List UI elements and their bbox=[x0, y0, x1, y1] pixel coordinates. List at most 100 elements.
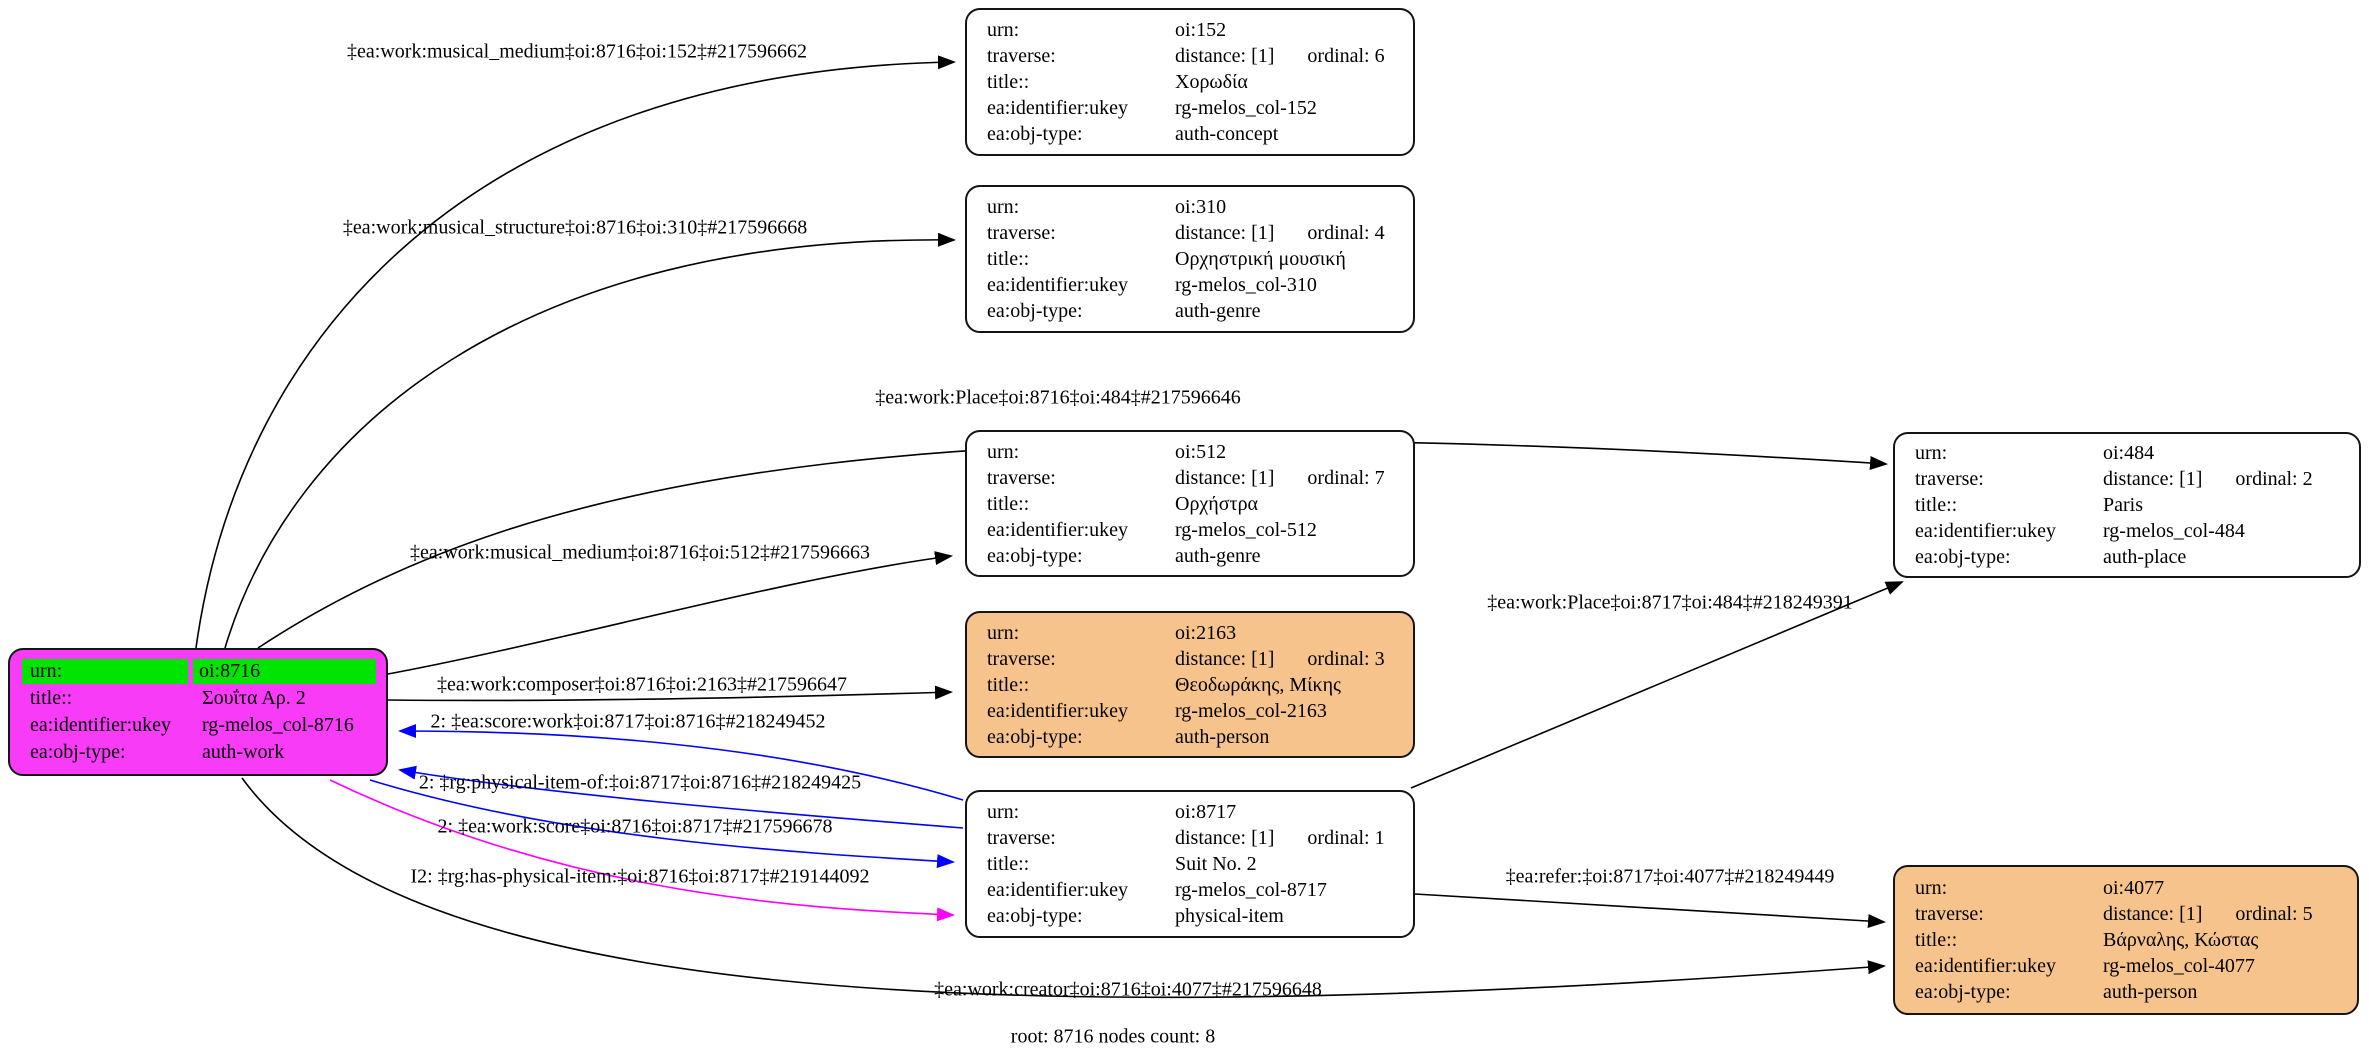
field-label-ukey: ea:identifier:ukey bbox=[987, 879, 1129, 901]
edge-label-musical-medium-152: ‡ea:work:musical_medium‡oi:8716‡oi:152‡#… bbox=[347, 40, 807, 63]
field-value-title: Σουΐτα Αρ. 2 bbox=[202, 687, 306, 709]
edge-refer-4077 bbox=[1414, 893, 1886, 929]
field-label-title: title:: bbox=[1915, 494, 1958, 516]
field-value-urn: oi:8717 bbox=[1175, 801, 1237, 823]
field-value-type: physical-item bbox=[1175, 905, 1284, 927]
field-value-urn: oi:310 bbox=[1175, 196, 1227, 218]
field-label-urn: urn: bbox=[987, 801, 1020, 823]
edge-label-score-work: 2: ‡ea:score:work‡oi:8717‡oi:8716‡#21824… bbox=[430, 710, 826, 733]
edge-musical-structure-310 bbox=[224, 232, 956, 649]
field-value-title: Βάρναλης, Κώστας bbox=[2103, 929, 2259, 951]
edge-label-physical-item-of: 2: ‡rg:physical-item-of:‡oi:8717‡oi:8716… bbox=[418, 771, 862, 794]
field-label-title: title:: bbox=[987, 71, 1030, 93]
field-value-ordinal: ordinal: 2 bbox=[2235, 468, 2313, 490]
field-label-type: ea:obj-type: bbox=[30, 741, 126, 763]
field-label-type: ea:obj-type: bbox=[987, 905, 1083, 927]
field-value-type: auth-person bbox=[1175, 725, 1270, 748]
edge-label-musical-medium-512: ‡ea:work:musical_medium‡oi:8716‡oi:512‡#… bbox=[410, 541, 870, 564]
field-value-distance: distance: [1] bbox=[1175, 466, 1275, 489]
field-value-ordinal: ordinal: 4 bbox=[1307, 222, 1385, 244]
field-value-title: Suit No. 2 bbox=[1175, 853, 1257, 875]
field-label-ukey: ea:identifier:ukey bbox=[30, 714, 172, 736]
field-label-urn: urn: bbox=[987, 621, 1020, 644]
field-value-urn: oi:512 bbox=[1175, 440, 1227, 463]
field-value-title: Ορχήστρα bbox=[1175, 492, 1259, 515]
field-value-title: Χορωδία bbox=[1175, 71, 1248, 93]
field-label-type: ea:obj-type: bbox=[1915, 981, 2011, 1003]
field-label-urn: urn: bbox=[1915, 877, 1948, 899]
field-label-urn: urn: bbox=[1915, 442, 1948, 464]
field-value-urn: oi:152 bbox=[1175, 19, 1227, 41]
field-value-distance: distance: [1] bbox=[1175, 827, 1275, 849]
field-label-urn: urn: bbox=[987, 196, 1020, 218]
edge-label-place-8716-484: ‡ea:work:Place‡oi:8716‡oi:484‡#217596646 bbox=[875, 386, 1241, 409]
field-label-ukey: ea:identifier:ukey bbox=[987, 274, 1129, 296]
field-value-urn: oi:2163 bbox=[1175, 621, 1237, 644]
field-value-urn: oi:484 bbox=[2103, 442, 2155, 464]
field-value-ukey: rg-melos_col-8717 bbox=[1175, 879, 1327, 901]
node-oi-310: urn: oi:310 traverse: distance: [1] ordinal… bbox=[965, 185, 1415, 333]
field-value-ordinal: ordinal: 1 bbox=[1307, 827, 1385, 849]
edge-musical-medium-512 bbox=[387, 551, 953, 675]
field-value-distance: distance: [1] bbox=[1175, 45, 1275, 67]
field-value-ukey: rg-melos_col-512 bbox=[1175, 518, 1317, 541]
field-value-ukey: rg-melos_col-2163 bbox=[1175, 699, 1327, 722]
node-oi-484: urn: oi:484 traverse: distance: [1] ordinal… bbox=[1893, 432, 2361, 578]
field-label-urn: urn: bbox=[987, 440, 1020, 463]
field-value-urn: oi:8716 bbox=[193, 659, 376, 684]
field-label-title: title:: bbox=[30, 687, 73, 709]
edge-has-physical-item bbox=[329, 779, 955, 922]
field-value-ukey: rg-melos_col-8716 bbox=[202, 714, 354, 736]
field-value-urn: oi:4077 bbox=[2103, 877, 2165, 899]
field-label-traverse: traverse: bbox=[987, 827, 1056, 849]
field-value-title: Ορχηστρική μουσική bbox=[1175, 248, 1346, 270]
field-label-urn: urn: bbox=[987, 19, 1020, 41]
field-label-title: title:: bbox=[1915, 929, 1958, 951]
node-oi-8716: urn: oi:8716 title::Σουΐτα Αρ. 2 ea:iden… bbox=[8, 648, 388, 776]
field-label-type: ea:obj-type: bbox=[987, 725, 1083, 748]
field-label-ukey: ea:identifier:ukey bbox=[1915, 955, 2057, 977]
field-label-traverse: traverse: bbox=[1915, 468, 1984, 490]
edge-label-musical-structure-310: ‡ea:work:musical_structure‡oi:8716‡oi:31… bbox=[342, 216, 808, 239]
field-label-type: ea:obj-type: bbox=[987, 300, 1083, 322]
field-value-distance: distance: [1] bbox=[1175, 647, 1275, 670]
field-label-traverse: traverse: bbox=[987, 647, 1056, 670]
field-label-ukey: ea:identifier:ukey bbox=[987, 97, 1129, 119]
edge-label-composer-2163: ‡ea:work:composer‡oi:8716‡oi:2163‡#21759… bbox=[437, 673, 847, 696]
field-value-ukey: rg-melos_col-484 bbox=[2103, 520, 2245, 542]
node-oi-4077: urn:oi:4077 traverse:distance: [1]ordina… bbox=[1893, 865, 2359, 1015]
edge-label-has-physical-item: I2: ‡rg:has-physical-item:‡oi:8716‡oi:87… bbox=[410, 865, 870, 888]
node-oi-8717: urn: oi:8717 traverse: distance: [1] ordina… bbox=[965, 790, 1415, 938]
node-oi-512: urn:oi:512 traverse:distance: [1]ordinal… bbox=[965, 430, 1415, 577]
field-value-type: auth-genre bbox=[1175, 544, 1261, 567]
field-label-title: title:: bbox=[987, 492, 1030, 515]
field-value-ukey: rg-melos_col-4077 bbox=[2103, 955, 2255, 977]
edge-label-work-score: 2: ‡ea:work:score‡oi:8716‡oi:8717‡#21759… bbox=[437, 815, 833, 838]
field-label-traverse: traverse: bbox=[1915, 903, 1984, 925]
field-value-ordinal: ordinal: 3 bbox=[1307, 647, 1385, 670]
edge-label-refer-4077: ‡ea:refer:‡oi:8717‡oi:4077‡#218249449 bbox=[1505, 865, 1835, 888]
field-label-traverse: traverse: bbox=[987, 45, 1056, 67]
field-label-type: ea:obj-type: bbox=[987, 123, 1083, 145]
graph-root-summary: root: 8716 nodes count: 8 bbox=[1010, 1025, 1216, 1048]
node-oi-152: urn:oi:152 traverse:distance: [1]ordinal… bbox=[965, 8, 1415, 156]
field-value-type: auth-person bbox=[2103, 981, 2198, 1003]
field-label-title: title:: bbox=[987, 248, 1030, 270]
field-value-distance: distance: [1] bbox=[2103, 903, 2203, 925]
node-oi-2163: urn: oi:2163 traverse: distance: [1] ordina… bbox=[965, 611, 1415, 758]
urn-row: urn: oi:8716 bbox=[22, 659, 376, 684]
field-value-distance: distance: [1] bbox=[2103, 468, 2203, 490]
field-value-ordinal: ordinal: 7 bbox=[1307, 466, 1385, 489]
field-label-type: ea:obj-type: bbox=[1915, 546, 2011, 568]
field-label-ukey: ea:identifier:ukey bbox=[987, 518, 1129, 541]
field-value-type: auth-concept bbox=[1175, 123, 1279, 145]
field-label-urn: urn: bbox=[22, 659, 188, 684]
field-label-ukey: ea:identifier:ukey bbox=[987, 699, 1129, 722]
field-value-title: Paris bbox=[2103, 494, 2143, 516]
field-value-ukey: rg-melos_col-152 bbox=[1175, 97, 1317, 119]
field-label-traverse: traverse: bbox=[987, 222, 1056, 244]
edge-label-place-8717-484: ‡ea:work:Place‡oi:8717‡oi:484‡#218249391 bbox=[1487, 591, 1853, 614]
field-value-title: Θεοδωράκης, Μίκης bbox=[1175, 673, 1341, 696]
field-value-distance: distance: [1] bbox=[1175, 222, 1275, 244]
